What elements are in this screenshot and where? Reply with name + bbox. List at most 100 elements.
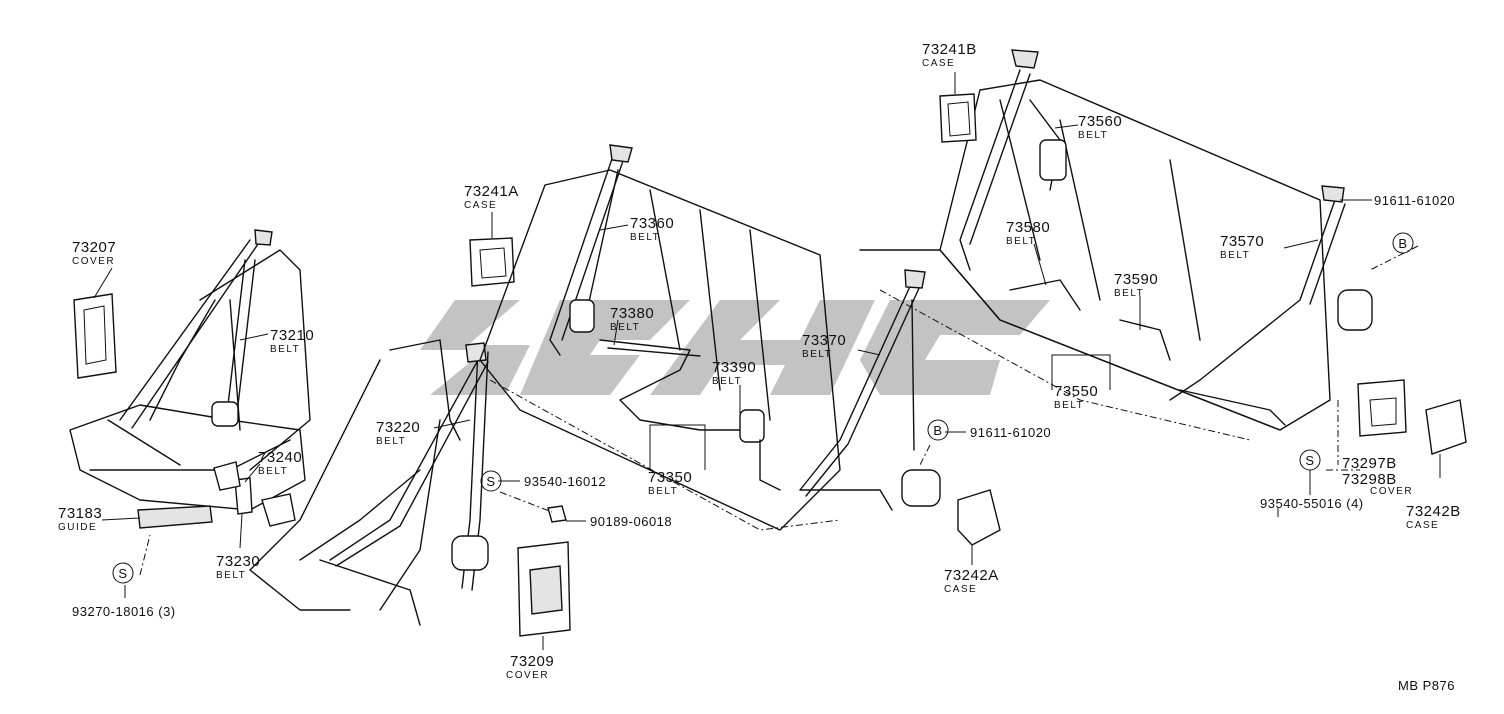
- svg-text:COVER: COVER: [72, 256, 115, 267]
- symbol-s-left: S: [112, 562, 134, 584]
- label-73242b: 73242B CASE: [1406, 503, 1461, 531]
- svg-text:S: S: [486, 474, 495, 489]
- middle-bench-belts: [549, 144, 781, 491]
- svg-text:BELT: BELT: [802, 349, 832, 360]
- svg-text:93540-55016 (4): 93540-55016 (4): [1260, 496, 1364, 511]
- label-73242a: 73242A CASE: [944, 567, 999, 595]
- svg-text:91611-61020: 91611-61020: [970, 425, 1051, 440]
- case-73241a-part: [469, 237, 515, 287]
- svg-text:73183: 73183: [58, 505, 102, 522]
- case-73241b-part: [939, 93, 977, 143]
- cover-73297b-part: [1357, 379, 1407, 437]
- svg-text:BELT: BELT: [1220, 250, 1250, 261]
- label-73590: 73590 BELT: [1114, 271, 1158, 299]
- label-73360: 73360 BELT: [630, 215, 674, 243]
- symbol-b-right: B: [1392, 232, 1414, 254]
- svg-text:73220: 73220: [376, 419, 420, 436]
- label-73183: 73183 GUIDE: [58, 505, 102, 533]
- front-seat-belt-right: [319, 342, 489, 626]
- middle-bench-right-belt: [799, 269, 941, 511]
- svg-text:CASE: CASE: [922, 58, 955, 69]
- svg-text:93270-18016 (3): 93270-18016 (3): [72, 604, 176, 619]
- cover-73209-part: [517, 541, 571, 637]
- symbol-s-middle: S: [480, 470, 502, 492]
- svg-text:BELT: BELT: [630, 232, 660, 243]
- label-73207: 73207 COVER: [72, 239, 116, 267]
- label-90189: 90189-06018: [590, 514, 672, 529]
- diagram-code: MB P876: [1398, 678, 1455, 693]
- symbol-s-right: S: [1299, 449, 1321, 471]
- label-73209: 73209 COVER: [506, 653, 554, 681]
- label-73210: 73210 BELT: [270, 327, 314, 355]
- svg-text:73230: 73230: [216, 553, 260, 570]
- label-73390: 73390 BELT: [712, 359, 756, 387]
- label-93540b: 93540-55016 (4): [1260, 496, 1364, 511]
- svg-text:73241A: 73241A: [464, 183, 519, 200]
- leader-lines: [93, 72, 1441, 650]
- svg-text:BELT: BELT: [712, 376, 742, 387]
- svg-text:BELT: BELT: [1054, 400, 1084, 411]
- svg-text:BELT: BELT: [376, 436, 406, 447]
- svg-text:73590: 73590: [1114, 271, 1158, 288]
- case-73242b-part: [1425, 399, 1467, 455]
- svg-text:COVER: COVER: [1370, 486, 1413, 497]
- svg-text:73242B: 73242B: [1406, 503, 1461, 520]
- front-seat-belt-left: [107, 229, 273, 466]
- svg-text:BELT: BELT: [1006, 236, 1036, 247]
- svg-text:MB P876: MB P876: [1398, 678, 1455, 693]
- svg-text:73350: 73350: [648, 469, 692, 486]
- middle-bench-seat: [479, 169, 841, 531]
- guide-73183-part: [137, 505, 213, 529]
- case-73242a-part: [957, 489, 1001, 546]
- label-73241b: 73241B CASE: [922, 41, 977, 69]
- svg-text:BELT: BELT: [610, 322, 640, 333]
- svg-text:73570: 73570: [1220, 233, 1264, 250]
- svg-text:CASE: CASE: [944, 584, 977, 595]
- watermark-shape: [860, 300, 1050, 395]
- buckle-73230-part: [213, 461, 296, 527]
- bolt-90189-part: [547, 505, 567, 523]
- svg-text:BELT: BELT: [270, 344, 300, 355]
- svg-text:73298B: 73298B: [1342, 471, 1397, 488]
- label-91611a: 91611-61020: [970, 425, 1051, 440]
- svg-text:73297B: 73297B: [1342, 455, 1397, 472]
- svg-text:B: B: [933, 423, 942, 438]
- label-73350: 73350 BELT: [648, 469, 692, 497]
- label-73220: 73220 BELT: [376, 419, 420, 447]
- cover-73207-part: [73, 293, 117, 379]
- label-93270: 93270-18016 (3): [72, 604, 176, 619]
- svg-text:90189-06018: 90189-06018: [590, 514, 672, 529]
- svg-text:73390: 73390: [712, 359, 756, 376]
- svg-text:73207: 73207: [72, 239, 116, 256]
- label-91611b: 91611-61020: [1374, 193, 1455, 208]
- svg-text:BELT: BELT: [216, 570, 246, 581]
- svg-text:73370: 73370: [802, 332, 846, 349]
- svg-text:91611-61020: 91611-61020: [1374, 193, 1455, 208]
- label-73550: 73550 BELT: [1054, 383, 1098, 411]
- svg-text:BELT: BELT: [258, 466, 288, 477]
- label-73240: 73240 BELT: [258, 449, 302, 477]
- label-73241a: 73241A CASE: [464, 183, 519, 211]
- svg-text:73210: 73210: [270, 327, 314, 344]
- label-73560: 73560 BELT: [1078, 113, 1122, 141]
- svg-text:B: B: [1398, 236, 1407, 251]
- watermark-shape: [520, 300, 690, 395]
- svg-text:73380: 73380: [610, 305, 654, 322]
- rear-bench-belts: [959, 49, 1373, 426]
- svg-text:73360: 73360: [630, 215, 674, 232]
- label-73370: 73370 BELT: [802, 332, 846, 360]
- svg-text:BELT: BELT: [1114, 288, 1144, 299]
- svg-text:73241B: 73241B: [922, 41, 977, 58]
- symbol-b-middle: B: [927, 419, 949, 441]
- svg-text:73560: 73560: [1078, 113, 1122, 130]
- svg-text:GUIDE: GUIDE: [58, 522, 97, 533]
- svg-text:73240: 73240: [258, 449, 302, 466]
- label-73580: 73580 BELT: [1006, 219, 1050, 247]
- svg-text:S: S: [1305, 453, 1314, 468]
- svg-text:S: S: [118, 566, 127, 581]
- svg-text:73242A: 73242A: [944, 567, 999, 584]
- svg-text:73550: 73550: [1054, 383, 1098, 400]
- label-73298b: 73298B COVER: [1342, 471, 1413, 497]
- svg-text:73580: 73580: [1006, 219, 1050, 236]
- svg-text:BELT: BELT: [1078, 130, 1108, 141]
